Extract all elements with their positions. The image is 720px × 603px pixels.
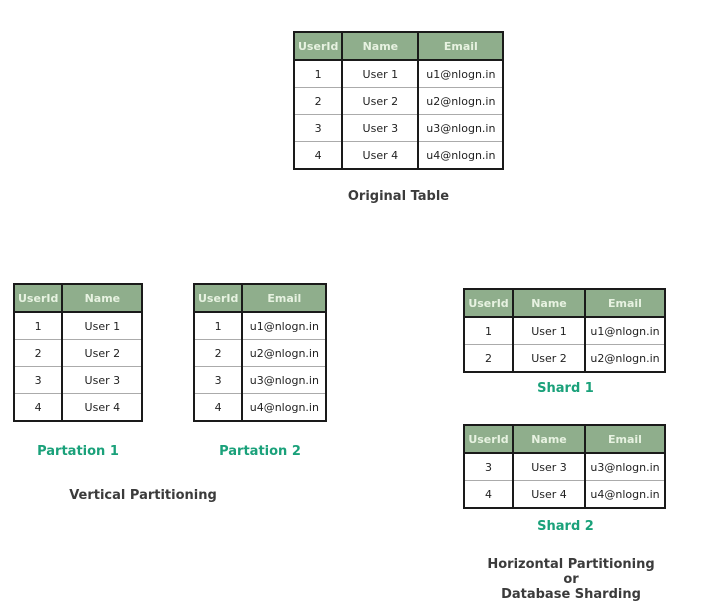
header-row: UserId Name Email <box>464 289 665 318</box>
table-cell: 3 <box>14 366 63 394</box>
table-row: 1 User 1 u1@nlogn.in <box>464 316 665 345</box>
horizontal-partitioning-line2: or <box>563 572 579 587</box>
table-cell: u3@nlogn.in <box>584 452 665 481</box>
table-cell: 1 <box>194 311 243 340</box>
table-cell: u3@nlogn.in <box>417 114 504 142</box>
table-cell: u1@nlogn.in <box>241 311 327 340</box>
table-row: 3 User 3 <box>14 366 143 394</box>
table-cell: u1@nlogn.in <box>584 316 665 345</box>
partation2-table: UserId Email 1 u1@nlogn.in 2 u2@nlogn.in… <box>193 283 328 422</box>
table-cell: User 3 <box>512 452 585 481</box>
column-header-userid: UserId <box>14 284 63 313</box>
table-cell: User 4 <box>341 141 419 169</box>
table-row: 4 u4@nlogn.in <box>194 393 327 421</box>
original-table-caption: Original Table <box>347 189 450 204</box>
table-cell: User 2 <box>512 344 585 372</box>
column-header-userid: UserId <box>294 32 343 61</box>
column-header-name: Name <box>512 289 585 318</box>
table-cell: User 2 <box>61 339 143 367</box>
partation1-table: UserId Name 1 User 1 2 User 2 3 User 3 4… <box>13 283 144 422</box>
table-row: 4 User 4 u4@nlogn.in <box>464 480 665 508</box>
vertical-partitioning-label: Vertical Partitioning <box>69 488 217 503</box>
shard2-caption: Shard 2 <box>537 519 594 534</box>
horizontal-partitioning-label: Horizontal Partitioning or Database Shar… <box>451 557 691 602</box>
table-cell: User 1 <box>61 311 143 340</box>
table-cell: u2@nlogn.in <box>584 344 665 372</box>
shard1-table: UserId Name Email 1 User 1 u1@nlogn.in 2… <box>463 288 666 373</box>
column-header-userid: UserId <box>464 425 513 454</box>
table-cell: 4 <box>194 393 243 421</box>
column-header-email: Email <box>241 284 327 313</box>
table-cell: u4@nlogn.in <box>584 480 665 508</box>
table-row: 1 User 1 <box>14 311 143 340</box>
table-row: 1 User 1 u1@nlogn.in <box>294 59 504 88</box>
table-row: 2 u2@nlogn.in <box>194 339 327 367</box>
table-cell: 1 <box>294 59 343 88</box>
column-header-name: Name <box>61 284 143 313</box>
table-cell: 4 <box>294 141 343 169</box>
header-row: UserId Name <box>14 284 143 313</box>
horizontal-partitioning-line1: Horizontal Partitioning <box>487 557 655 572</box>
table-row: 3 User 3 u3@nlogn.in <box>464 452 665 481</box>
table-cell: u1@nlogn.in <box>417 59 504 88</box>
horizontal-partitioning-line3: Database Sharding <box>501 587 641 602</box>
table-cell: User 3 <box>341 114 419 142</box>
table-cell: 1 <box>14 311 63 340</box>
table-row: 2 User 2 u2@nlogn.in <box>464 344 665 372</box>
table-row: 3 User 3 u3@nlogn.in <box>294 114 504 142</box>
table-cell: User 4 <box>61 393 143 421</box>
column-header-name: Name <box>512 425 585 454</box>
column-header-userid: UserId <box>464 289 513 318</box>
table-cell: u4@nlogn.in <box>241 393 327 421</box>
column-header-name: Name <box>341 32 419 61</box>
table-row: 1 u1@nlogn.in <box>194 311 327 340</box>
table-cell: User 1 <box>341 59 419 88</box>
table-row: 4 User 4 <box>14 393 143 421</box>
table-cell: u4@nlogn.in <box>417 141 504 169</box>
table-row: 4 User 4 u4@nlogn.in <box>294 141 504 169</box>
original-table: UserId Name Email 1 User 1 u1@nlogn.in 2… <box>293 31 505 170</box>
table-cell: User 4 <box>512 480 585 508</box>
table-cell: 4 <box>14 393 63 421</box>
partation1-caption: Partation 1 <box>37 444 119 459</box>
table-cell: User 3 <box>61 366 143 394</box>
table-cell: u2@nlogn.in <box>241 339 327 367</box>
table-cell: 2 <box>14 339 63 367</box>
table-cell: 2 <box>194 339 243 367</box>
table-cell: 2 <box>294 87 343 115</box>
column-header-userid: UserId <box>194 284 243 313</box>
table-cell: 3 <box>464 452 513 481</box>
column-header-email: Email <box>584 289 665 318</box>
header-row: UserId Name Email <box>464 425 665 454</box>
shard2-table: UserId Name Email 3 User 3 u3@nlogn.in 4… <box>463 424 666 509</box>
table-cell: User 2 <box>341 87 419 115</box>
header-row: UserId Name Email <box>294 32 504 61</box>
table-cell: 3 <box>294 114 343 142</box>
table-cell: u3@nlogn.in <box>241 366 327 394</box>
column-header-email: Email <box>584 425 665 454</box>
table-cell: u2@nlogn.in <box>417 87 504 115</box>
table-row: 2 User 2 u2@nlogn.in <box>294 87 504 115</box>
header-row: UserId Email <box>194 284 327 313</box>
table-cell: 1 <box>464 316 513 345</box>
table-row: 2 User 2 <box>14 339 143 367</box>
table-cell: 2 <box>464 344 513 372</box>
column-header-email: Email <box>417 32 504 61</box>
partation2-caption: Partation 2 <box>219 444 301 459</box>
table-cell: 4 <box>464 480 513 508</box>
table-row: 3 u3@nlogn.in <box>194 366 327 394</box>
table-cell: User 1 <box>512 316 585 345</box>
shard1-caption: Shard 1 <box>537 381 594 396</box>
table-cell: 3 <box>194 366 243 394</box>
